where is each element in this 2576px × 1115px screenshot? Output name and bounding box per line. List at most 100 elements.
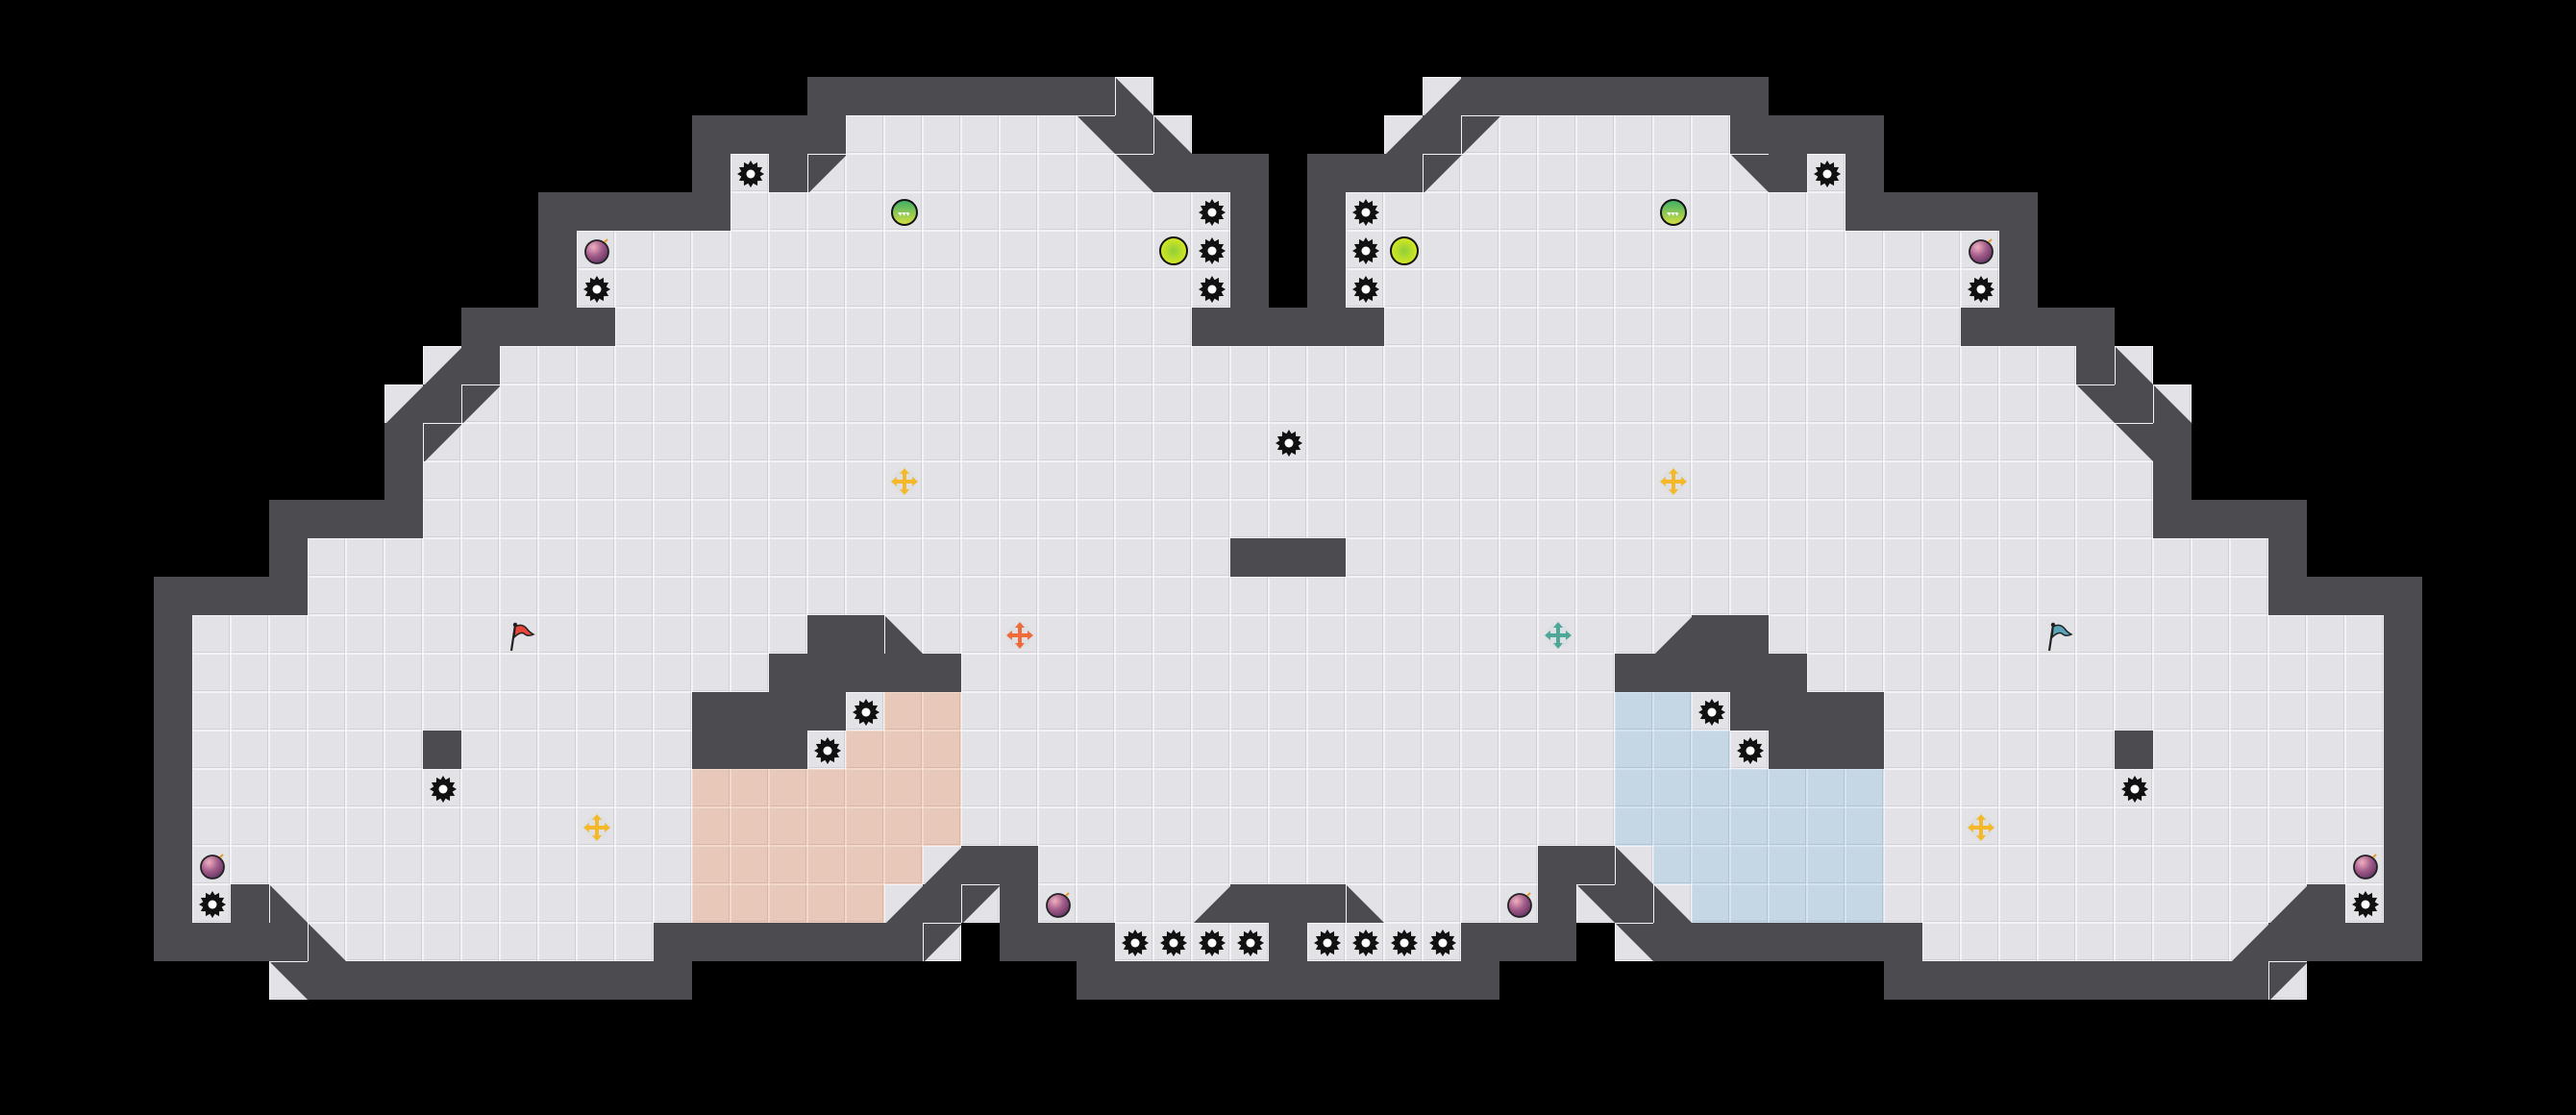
- floor-tile: [846, 346, 884, 384]
- floor-tile: [423, 461, 461, 500]
- floor-tile: [1884, 461, 1922, 500]
- floor-tile: [500, 692, 538, 731]
- floor-tile: [423, 923, 461, 961]
- floor-tile: [1230, 769, 1269, 807]
- wall-tile: [2115, 731, 2153, 769]
- floor-tile: [2230, 692, 2268, 731]
- floor-tile: [1346, 615, 1384, 654]
- floor-tile: [1576, 615, 1615, 654]
- wall-tile: [1153, 961, 1192, 1000]
- wall-tile: [2307, 923, 2345, 961]
- floor-tile: [1884, 384, 1922, 423]
- wall-tile: [2153, 961, 2192, 1000]
- floor-tile: [1499, 577, 1538, 615]
- floor-tile: [1922, 500, 1961, 538]
- wall-tile: [2384, 615, 2422, 654]
- floor-tile: [961, 654, 1000, 692]
- floor-tile: [2230, 731, 2268, 769]
- floor-tile: [269, 769, 308, 807]
- floor-tile: [1153, 731, 1192, 769]
- floor-tile: [1384, 884, 1423, 923]
- wall-tile: [2230, 961, 2268, 1000]
- floor-tile: [1538, 769, 1576, 807]
- floor-tile: [1461, 231, 1499, 269]
- floor-tile: [1153, 538, 1192, 577]
- floor-tile: [1538, 154, 1576, 192]
- floor-tile: [1692, 231, 1730, 269]
- floor-tile: [654, 884, 692, 923]
- floor-tile: [1038, 615, 1077, 654]
- wall-tile: [923, 654, 961, 692]
- floor-tile: [384, 654, 423, 692]
- wall-tile: [769, 923, 807, 961]
- floor-tile: [1384, 269, 1423, 308]
- floor-tile: [1077, 231, 1115, 269]
- wall-tile: [2268, 923, 2307, 961]
- floor-tile: [2076, 423, 2115, 461]
- floor-tile: [1730, 500, 1769, 538]
- floor-tile: [461, 807, 500, 846]
- floor-tile: [538, 769, 577, 807]
- booster-icon: [1653, 461, 1692, 500]
- floor-tile: [1499, 654, 1538, 692]
- floor-tile: [269, 654, 308, 692]
- spike-icon: [1384, 923, 1423, 961]
- floor-tile: [2230, 577, 2268, 615]
- wall-tile: [807, 923, 846, 961]
- floor-tile: [1692, 577, 1730, 615]
- floor-tile: [769, 538, 807, 577]
- floor-tile: [1423, 577, 1461, 615]
- floor-tile: [461, 846, 500, 884]
- floor-tile: [923, 192, 961, 231]
- diagonal-wall-tile: [1384, 115, 1424, 155]
- floor-tile: [961, 615, 1000, 654]
- wall-tile: [1000, 846, 1038, 884]
- floor-tile: [1922, 231, 1961, 269]
- floor-tile: [654, 538, 692, 577]
- floor-tile: [538, 923, 577, 961]
- wall-tile: [192, 923, 231, 961]
- blue-team-tile: [1769, 884, 1807, 923]
- floor-tile: [1230, 615, 1269, 654]
- blue-team-tile: [1730, 807, 1769, 846]
- floor-tile: [2153, 923, 2192, 961]
- floor-tile: [577, 538, 615, 577]
- floor-tile: [1499, 308, 1538, 346]
- wall-tile: [2038, 308, 2076, 346]
- floor-tile: [1730, 423, 1769, 461]
- floor-tile: [807, 461, 846, 500]
- red-team-tile: [731, 807, 769, 846]
- floor-tile: [1153, 384, 1192, 423]
- red-team-tile: [692, 846, 731, 884]
- red-team-tile: [923, 807, 961, 846]
- floor-tile: [1499, 384, 1538, 423]
- floor-tile: [577, 423, 615, 461]
- floor-tile: [1576, 500, 1615, 538]
- floor-tile: [654, 461, 692, 500]
- floor-tile: [1461, 731, 1499, 769]
- floor-tile: [1576, 308, 1615, 346]
- floor-tile: [1922, 692, 1961, 731]
- wall-tile: [461, 346, 500, 384]
- floor-tile: [1615, 154, 1653, 192]
- floor-tile: [923, 384, 961, 423]
- wall-tile: [1845, 192, 1884, 231]
- wall-tile: [2076, 961, 2115, 1000]
- wall-tile: [1961, 308, 1999, 346]
- floor-tile: [269, 807, 308, 846]
- wall-tile: [269, 538, 308, 577]
- floor-tile: [769, 231, 807, 269]
- wall-tile: [884, 77, 923, 115]
- wall-tile: [2076, 346, 2115, 384]
- floor-tile: [192, 615, 231, 654]
- floor-tile: [2307, 731, 2345, 769]
- bomb-icon: [1038, 884, 1077, 923]
- floor-tile: [2115, 577, 2153, 615]
- floor-tile: [1807, 538, 1845, 577]
- floor-tile: [1769, 384, 1807, 423]
- floor-tile: [231, 615, 269, 654]
- floor-tile: [1576, 384, 1615, 423]
- wall-tile: [1307, 308, 1346, 346]
- floor-tile: [1653, 154, 1692, 192]
- floor-tile: [1115, 807, 1153, 846]
